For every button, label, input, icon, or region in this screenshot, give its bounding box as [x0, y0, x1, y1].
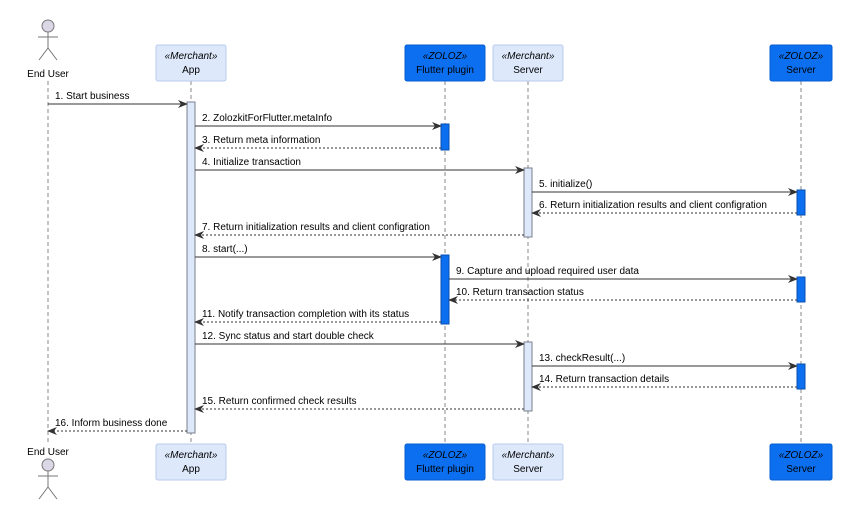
message-2: 2. ZolozkitForFlutter.metaInfo	[195, 113, 442, 130]
message-label: 5. initialize()	[539, 179, 592, 190]
message-label: 8. start(...)	[202, 244, 248, 255]
person-icon	[38, 19, 58, 61]
participant-stereotype: «Merchant»	[165, 51, 218, 62]
message-15: 15. Return confirmed check results	[194, 396, 524, 413]
message-1: 1. Start business	[48, 91, 188, 108]
message-4: 4. Initialize transaction	[195, 157, 525, 174]
message-label: 2. ZolozkitForFlutter.metaInfo	[202, 113, 332, 124]
participant-zserver-top: «ZOLOZ» Server	[769, 44, 833, 82]
participant-plugin-top: «ZOLOZ» Flutter plugin	[404, 44, 486, 82]
participant-stereotype: «Merchant»	[502, 450, 555, 461]
message-10: 10. Return transaction status	[448, 287, 797, 304]
activation-bar-mserver	[523, 341, 533, 412]
message-label: 10. Return transaction status	[456, 287, 584, 298]
participant-stereotype: «ZOLOZ»	[779, 450, 824, 461]
message-label: 14. Return transaction details	[539, 374, 669, 385]
message-label: 9. Capture and upload required user data	[456, 266, 639, 277]
participant-mserver-top: «Merchant» Server	[492, 44, 564, 82]
message-16: 16. Inform business done	[47, 418, 187, 435]
message-9: 9. Capture and upload required user data	[449, 266, 798, 283]
participant-name: Server	[513, 464, 543, 475]
participant-name: App	[182, 65, 200, 76]
actor-end-user: End User	[27, 447, 70, 500]
actor-label: End User	[27, 447, 69, 458]
message-3: 3. Return meta information	[194, 135, 441, 152]
participant-name: Flutter plugin	[416, 65, 474, 76]
message-11: 11. Notify transaction completion with i…	[194, 309, 441, 326]
message-label: 12. Sync status and start double check	[202, 331, 375, 342]
activation-bar-app	[186, 101, 196, 434]
participant-plugin-bottom: «ZOLOZ» Flutter plugin	[404, 443, 486, 481]
activation-bar-plugin	[440, 254, 450, 325]
message-5: 5. initialize()	[532, 179, 798, 196]
participant-name: Server	[786, 464, 816, 475]
activation-bar-plugin	[440, 123, 450, 151]
participant-stereotype: «ZOLOZ»	[779, 51, 824, 62]
participant-app-top: «Merchant» App	[155, 44, 227, 82]
participant-name: Flutter plugin	[416, 464, 474, 475]
participant-name: Server	[513, 65, 543, 76]
activation-bar-zserver	[796, 189, 806, 216]
message-label: 3. Return meta information	[202, 135, 320, 146]
participant-stereotype: «ZOLOZ»	[423, 450, 468, 461]
activation-bar-mserver	[523, 167, 533, 238]
message-12: 12. Sync status and start double check	[195, 331, 525, 348]
activation-bar-zserver	[796, 276, 806, 303]
message-label: 16. Inform business done	[55, 418, 168, 429]
participant-zserver-bottom: «ZOLOZ» Server	[769, 443, 833, 481]
participant-stereotype: «Merchant»	[165, 450, 218, 461]
participant-name: App	[182, 464, 200, 475]
participant-name: Server	[786, 65, 816, 76]
actor-label: End User	[27, 69, 69, 80]
actor-end-user: End User	[27, 19, 70, 80]
participant-stereotype: «Merchant»	[502, 51, 555, 62]
message-label: 15. Return confirmed check results	[202, 396, 357, 407]
message-7: 7. Return initialization results and cli…	[194, 222, 524, 239]
message-13: 13. checkResult(...)	[532, 353, 798, 370]
person-icon	[38, 458, 58, 500]
message-label: 11. Notify transaction completion with i…	[202, 309, 409, 320]
participant-app-bottom: «Merchant» App	[155, 443, 227, 481]
message-label: 7. Return initialization results and cli…	[202, 222, 430, 233]
message-14: 14. Return transaction details	[531, 374, 797, 391]
message-label: 6. Return initialization results and cli…	[539, 200, 767, 211]
participant-mserver-bottom: «Merchant» Server	[492, 443, 564, 481]
message-8: 8. start(...)	[195, 244, 442, 261]
message-label: 4. Initialize transaction	[202, 157, 301, 168]
activation-bar-zserver	[796, 363, 806, 390]
participant-stereotype: «ZOLOZ»	[423, 51, 468, 62]
message-label: 13. checkResult(...)	[539, 353, 625, 364]
message-label: 1. Start business	[55, 91, 129, 102]
message-6: 6. Return initialization results and cli…	[531, 200, 797, 217]
